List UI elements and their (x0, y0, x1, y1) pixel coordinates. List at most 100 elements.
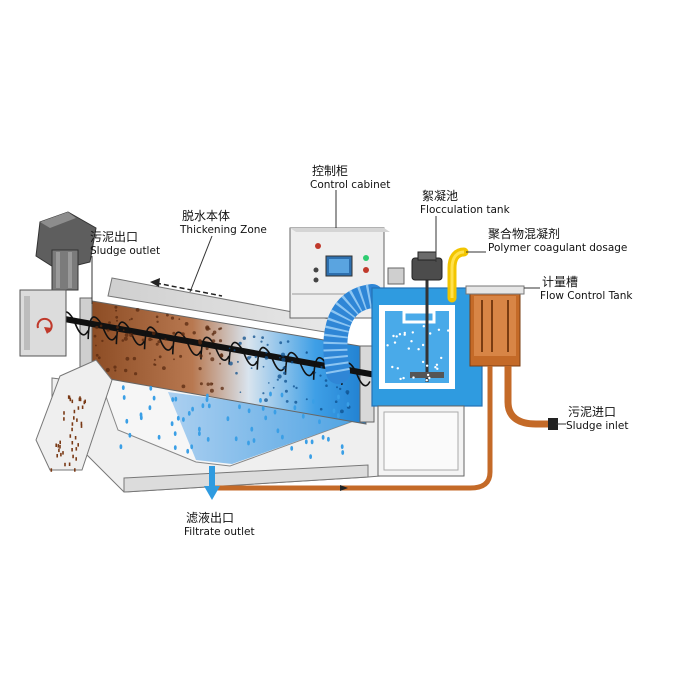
label-filtrate-outlet: 滤液出口 Filtrate outlet (184, 510, 255, 538)
sludge-cake (60, 452, 62, 457)
particle (172, 331, 176, 335)
floc (391, 365, 394, 369)
svg-text:Sludge inlet: Sludge inlet (566, 420, 628, 432)
water-drop (201, 403, 205, 409)
water-drop (340, 444, 344, 449)
svg-text:Flow Control Tank: Flow Control Tank (540, 290, 633, 302)
particle (181, 384, 186, 389)
water-drop (281, 434, 284, 440)
svg-text:控制柜: 控制柜 (312, 164, 348, 178)
floc (436, 367, 439, 370)
floc (421, 343, 425, 347)
sludge-cake (71, 427, 73, 432)
particle (173, 358, 175, 361)
sludge-cake (71, 448, 73, 452)
water-drop (261, 406, 265, 411)
floc (407, 347, 410, 350)
particle (325, 384, 328, 388)
particle (153, 358, 156, 361)
floc (440, 356, 443, 360)
floc (426, 373, 430, 377)
particle (218, 339, 223, 343)
water-drop (182, 417, 185, 422)
water-drop (206, 393, 209, 399)
floc (395, 335, 398, 338)
water-drop (139, 415, 143, 421)
particle (285, 400, 289, 403)
particle (305, 398, 308, 401)
water-drop (327, 436, 330, 442)
floc (422, 325, 425, 328)
water-drop (269, 391, 272, 397)
svg-text:Filtrate outlet: Filtrate outlet (184, 526, 255, 538)
particle (266, 343, 269, 346)
water-drop (259, 398, 262, 403)
svg-text:Polymer coagulant dosage: Polymer coagulant dosage (488, 242, 627, 254)
particle (294, 400, 298, 404)
particle (105, 367, 110, 373)
label-control-cabinet: 控制柜 Control cabinet (310, 164, 390, 191)
water-drop (173, 445, 177, 450)
particle (124, 333, 129, 337)
water-drop (321, 435, 325, 440)
particle (116, 329, 119, 332)
particle (205, 325, 210, 330)
particle (284, 389, 288, 393)
water-drop (310, 439, 314, 445)
particle (279, 341, 283, 345)
floc (396, 367, 399, 370)
svg-text:絮凝池: 絮凝池 (422, 188, 458, 203)
water-drop (171, 397, 175, 402)
water-drop (312, 399, 315, 404)
flow-direction-arrow-icon (150, 278, 223, 297)
particle (151, 331, 156, 336)
particle (208, 352, 211, 355)
particle (155, 342, 159, 346)
water-drop (206, 437, 210, 442)
particle (129, 333, 134, 337)
particle (211, 339, 216, 343)
particle (242, 336, 246, 340)
sludge-cake (62, 451, 64, 455)
particle (155, 315, 159, 319)
sludge-cake (50, 468, 53, 472)
particle (264, 398, 268, 402)
floc (386, 344, 389, 347)
particle (106, 328, 110, 332)
sludge-cake (67, 395, 70, 399)
particle (99, 324, 103, 328)
particle (125, 356, 130, 361)
sludge-cake (68, 462, 71, 466)
particle (123, 336, 128, 341)
particle (153, 363, 156, 366)
particle (209, 388, 214, 393)
sludge-cake (56, 454, 58, 458)
water-drop (264, 415, 268, 421)
particle (198, 340, 203, 345)
water-drop (125, 418, 129, 424)
particle (286, 340, 290, 343)
sludge-cake (74, 436, 77, 440)
sludge-cake (71, 399, 74, 404)
water-drop (191, 406, 195, 412)
particle (156, 320, 159, 323)
sludge-cake (55, 443, 57, 447)
floc (421, 360, 425, 364)
floc (411, 331, 414, 334)
svg-text:滤液出口: 滤液出口 (186, 510, 234, 525)
particle (115, 309, 118, 312)
particle (260, 340, 263, 343)
tank-support (377, 405, 465, 477)
particle (101, 339, 104, 343)
particle (218, 327, 221, 331)
particle (235, 371, 238, 375)
particle (346, 392, 349, 395)
water-drop (128, 432, 132, 438)
sludge-cake (64, 462, 66, 467)
particle (262, 392, 265, 395)
particle (116, 319, 118, 322)
floc (428, 376, 431, 380)
particle (228, 361, 233, 366)
sludge-cake (71, 422, 74, 426)
